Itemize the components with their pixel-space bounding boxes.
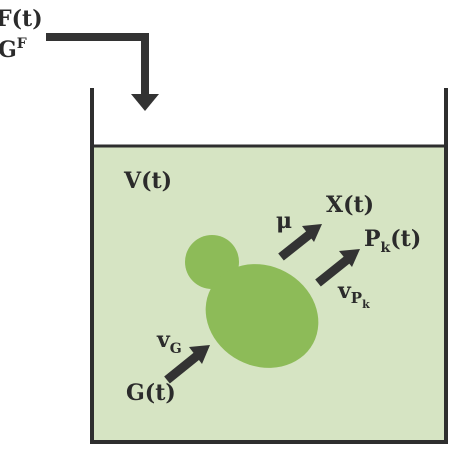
inflow-feed-label: GF: [0, 36, 27, 63]
biomass-label: X(t): [326, 192, 374, 218]
cell-body: [205, 264, 319, 368]
volume-label: V(t): [123, 168, 172, 194]
yeast-cell: [185, 235, 319, 368]
growth-arrow: [278, 224, 322, 261]
inflow-pipe: [46, 33, 149, 95]
product-arrow: [315, 249, 360, 287]
substrate-label: G(t): [126, 380, 176, 406]
inflow-arrowhead: [131, 94, 159, 111]
growth-rate-label: μ: [276, 208, 292, 234]
product-label: Pk(t): [364, 226, 421, 256]
uptake-rate-label: vG: [156, 327, 182, 357]
tank-walls: [90, 88, 448, 444]
uptake-arrow: [164, 345, 210, 384]
inflow-rate-label: F(t): [0, 6, 43, 32]
product-rate-label: vPk: [337, 278, 370, 311]
